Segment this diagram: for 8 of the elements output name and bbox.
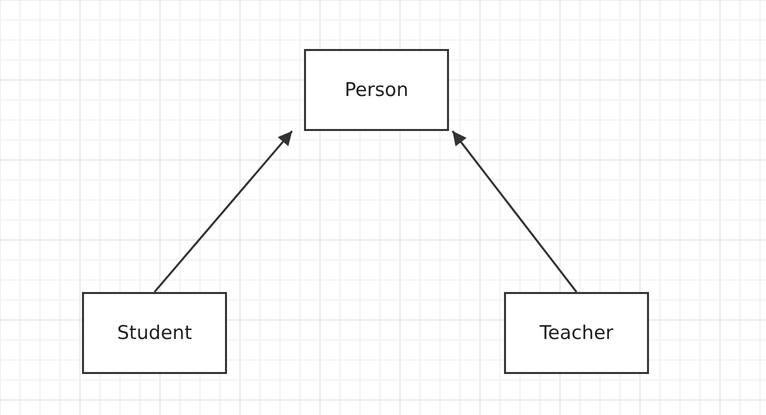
class-box: [82, 292, 227, 374]
class-name: Person: [344, 79, 408, 101]
class-name: Student: [117, 322, 192, 344]
class-box: [504, 292, 649, 374]
arrow: [154, 130, 293, 293]
arrow: [452, 130, 578, 293]
class-box: [304, 49, 449, 131]
class-name: Teacher: [540, 322, 614, 344]
